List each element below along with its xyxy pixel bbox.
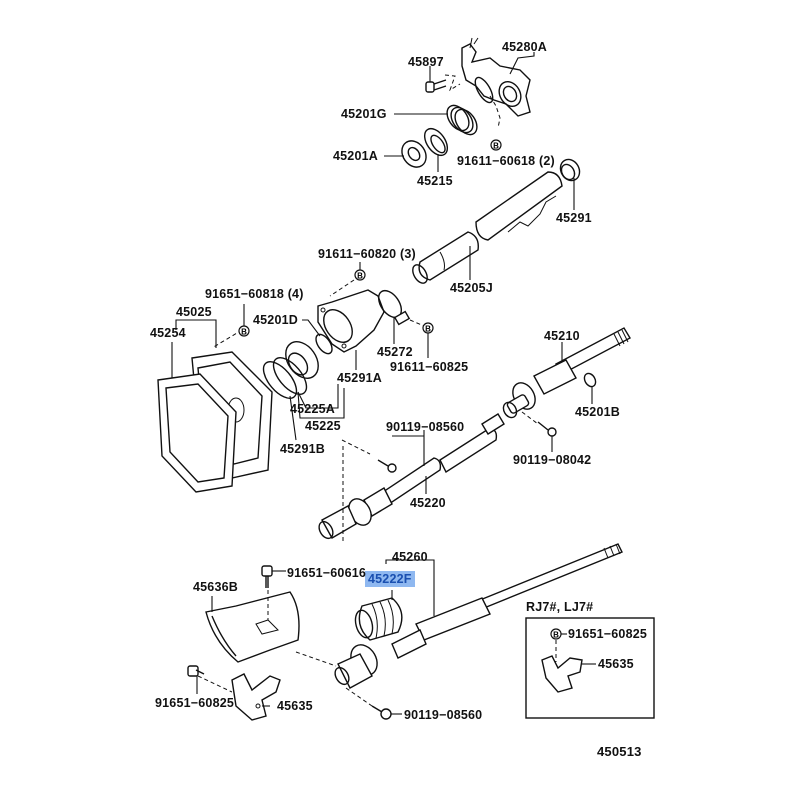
bracket-45635-inset[interactable] (541, 655, 583, 693)
shaft-45260[interactable] (332, 543, 623, 689)
diagram-code: 450513 (597, 744, 642, 759)
label-45260[interactable]: 45260 (392, 550, 428, 564)
label-91611-60618[interactable]: 91611−60618 (2) (457, 154, 555, 168)
label-45280A[interactable]: 45280A (502, 40, 547, 54)
bolt-45897[interactable] (425, 79, 447, 93)
bolt-marker-icon (490, 139, 502, 151)
label-45635-inset[interactable]: 45635 (598, 657, 634, 671)
label-91651-60825-inset[interactable]: 91651−60825 (568, 627, 648, 641)
housing-45291A[interactable] (317, 289, 385, 353)
svg-text:B: B (241, 328, 247, 337)
shaft-45220[interactable] (316, 413, 505, 541)
label-45205J[interactable]: 45205J (450, 281, 493, 295)
bolt-91651-60825-lower[interactable] (187, 665, 205, 677)
label-45225[interactable]: 45225 (305, 419, 341, 433)
label-45225A[interactable]: 45225A (290, 402, 335, 416)
inset-box (525, 617, 655, 719)
label-45201B[interactable]: 45201B (575, 405, 620, 419)
label-45897[interactable]: 45897 (408, 55, 444, 69)
clip-45201D[interactable] (313, 332, 335, 357)
label-45201D[interactable]: 45201D (253, 313, 298, 327)
bearing-45201A[interactable] (397, 136, 431, 172)
label-91611-60820[interactable]: 91611−60820 (3) (318, 247, 416, 261)
label-91651-60616[interactable]: 91651−60616 (287, 566, 367, 580)
bolt-90119-08560-lower[interactable] (371, 705, 392, 720)
nut-45201B[interactable] (582, 371, 598, 388)
label-45222F-highlighted[interactable]: 45222F (365, 571, 415, 587)
label-45210[interactable]: 45210 (544, 329, 580, 343)
gasket-45254[interactable] (157, 373, 237, 493)
bolt-marker-icon (354, 269, 366, 281)
label-45201A[interactable]: 45201A (333, 149, 378, 163)
label-45220[interactable]: 45220 (410, 496, 446, 510)
svg-text:B: B (425, 325, 431, 334)
spring-45201G[interactable] (443, 101, 482, 138)
tube-45205J[interactable] (410, 231, 479, 286)
label-90119-08560-lower[interactable]: 90119−08560 (404, 708, 483, 722)
column-tube[interactable] (475, 171, 563, 241)
svg-text:B: B (357, 272, 363, 281)
label-45291A[interactable]: 45291A (337, 371, 382, 385)
bolt-90119-08560-upper[interactable] (377, 459, 397, 473)
cover-45636B[interactable] (205, 591, 300, 663)
bolt-90119-08042[interactable] (537, 421, 557, 437)
label-45291[interactable]: 45291 (556, 211, 592, 225)
bolt-91651-60616[interactable] (261, 565, 273, 588)
clamp-45272[interactable] (374, 287, 411, 326)
label-91651-60818[interactable]: 91651−60818 (4) (205, 287, 304, 301)
shaft-45210[interactable] (501, 327, 631, 420)
bracket-45635-lower[interactable] (231, 673, 281, 721)
label-45201G[interactable]: 45201G (341, 107, 387, 121)
cap-45291[interactable] (557, 156, 584, 184)
boot-45222F[interactable] (353, 597, 403, 641)
label-45254[interactable]: 45254 (150, 326, 186, 340)
orings-45291B[interactable] (257, 352, 312, 404)
bearing-45225[interactable] (279, 336, 325, 385)
label-90119-08042[interactable]: 90119−08042 (513, 453, 592, 467)
bracket-45280A[interactable] (461, 37, 531, 117)
ring-45215[interactable] (420, 125, 452, 160)
label-45291B[interactable]: 45291B (280, 442, 325, 456)
label-45636B[interactable]: 45636B (193, 580, 238, 594)
svg-text:B: B (553, 631, 559, 640)
label-45272[interactable]: 45272 (377, 345, 413, 359)
svg-text:B: B (493, 142, 499, 151)
label-45635-lower[interactable]: 45635 (277, 699, 313, 713)
label-45025[interactable]: 45025 (176, 305, 212, 319)
label-91611-60825[interactable]: 91611−60825 (390, 360, 469, 374)
label-inset-variant: RJ7#, LJ7# (526, 600, 594, 614)
label-45215[interactable]: 45215 (417, 174, 453, 188)
label-91651-60825-lower[interactable]: 91651−60825 (155, 696, 235, 710)
label-90119-08560-upper[interactable]: 90119−08560 (386, 420, 465, 434)
